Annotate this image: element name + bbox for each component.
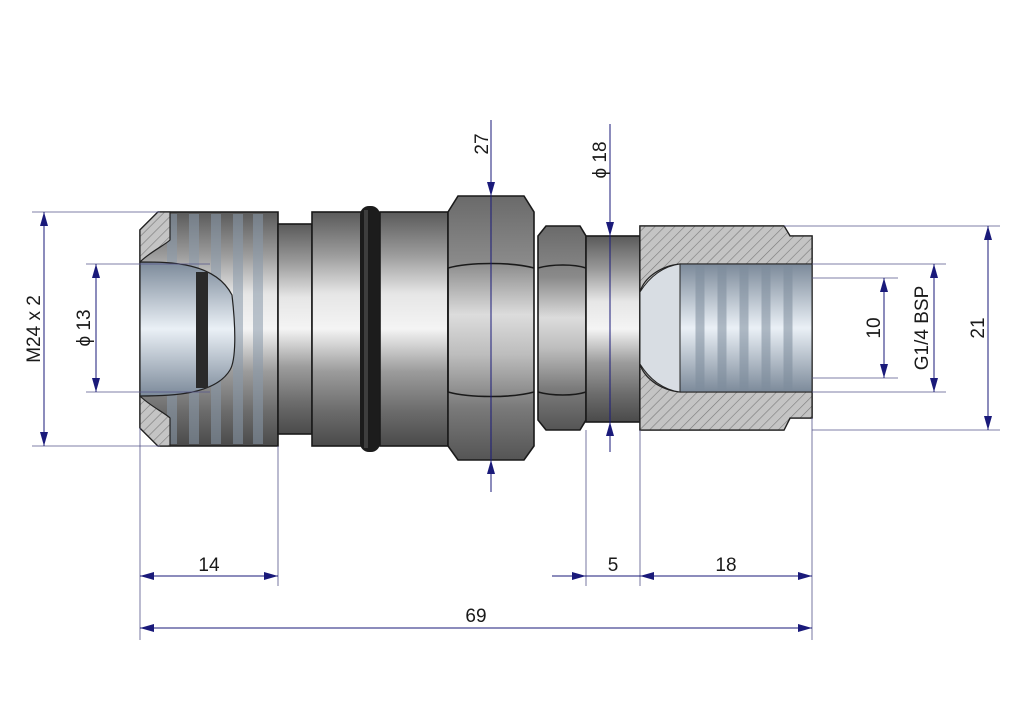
dim-thread-outer-label: M24 x 2 [24,295,45,363]
dim-left-length: 14 [140,555,278,580]
dim-port-thread: G1/4 BSP [912,264,938,392]
left-socket [139,211,279,447]
dim-port-length: 18 [640,555,812,580]
socket-section-bottom [139,394,171,447]
dim-left-length-label: 14 [198,555,220,576]
dim-thread-outer: M24 x 2 [24,212,48,446]
dim-end-diameter-label: 21 [968,317,989,338]
dim-hex-size: 27 [472,120,495,492]
dim-port-thread-label: G1/4 BSP [912,286,933,371]
dim-inner-diameter: ϕ 13 [74,264,100,392]
main-body [277,206,449,452]
o-ring [360,206,380,452]
port-section-bottom [639,363,813,431]
socket-section-top [139,211,171,264]
neck [585,235,641,423]
extension-lines [32,211,1000,640]
dimensions: M24 x 2 ϕ 13 27 ϕ 18 10 [24,120,1000,640]
port-section-top [639,225,813,293]
socket-bore [139,261,236,397]
dim-total-length-label: 69 [465,606,486,627]
dim-inner-diameter-label: ϕ 13 [74,309,95,346]
small-hex [537,225,587,431]
dim-bore-label: 10 [864,317,885,338]
right-port [639,225,813,431]
dim-end-diameter: 21 [968,226,992,430]
coupling-part [139,195,813,461]
dim-port-length-label: 18 [715,555,736,576]
dim-neck-length-label: 5 [608,555,619,576]
dim-bore: 10 [864,278,888,378]
dim-hex-size-label: 27 [472,133,493,154]
dim-neck-diameter: ϕ 18 [590,124,614,452]
inner-o-ring [196,272,208,388]
port-thread-grooves [695,266,793,390]
dim-total-length: 69 [140,606,812,632]
dim-neck-diameter-label: ϕ 18 [590,141,611,178]
